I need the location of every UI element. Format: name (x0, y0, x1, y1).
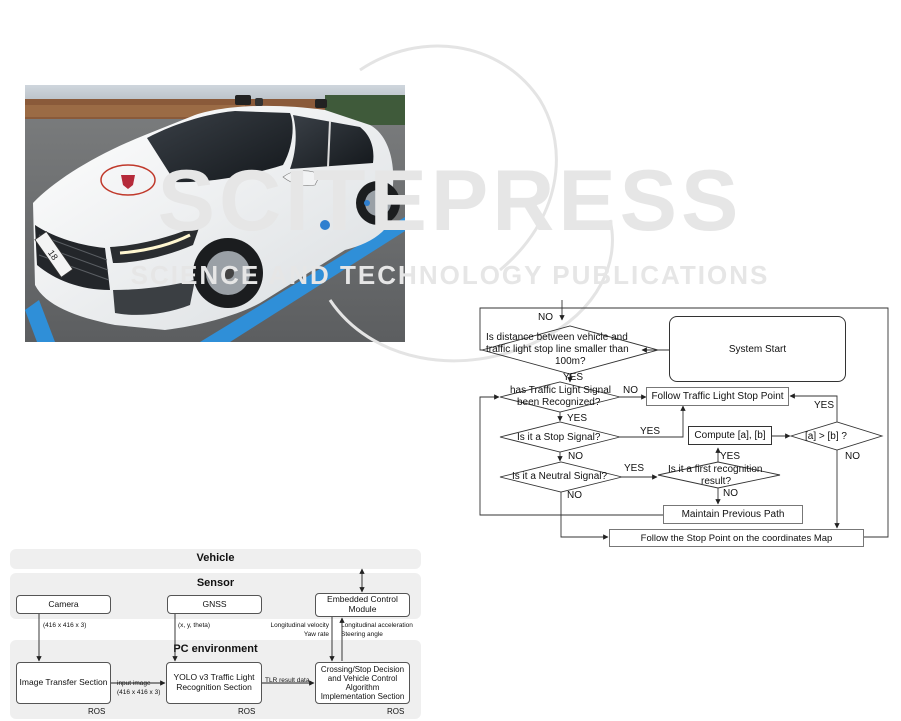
vehicle-title: Vehicle (196, 552, 235, 564)
camera-output-label: (416 x 416 x 3) (43, 622, 87, 629)
follow-stop-point-label: Follow the Stop Point on the coordinates… (640, 532, 833, 544)
system-start-box: System Start (669, 316, 846, 382)
yes-label-right: YES (814, 400, 835, 411)
no-label-3: NO (568, 451, 583, 462)
camera-label: Camera (48, 598, 79, 609)
compute-label: Compute [a], [b] (694, 430, 766, 441)
follow-stop-point-box: Follow the Stop Point on the coordinates… (609, 529, 864, 547)
yolo-box: YOLO v3 Traffic Light Recognition Sectio… (166, 662, 262, 704)
yolo-label: YOLO v3 Traffic Light Recognition Sectio… (173, 672, 255, 692)
architecture-arrows (36, 568, 365, 686)
crossing-decision-box: Crossing/Stop Decision and Vehicle Contr… (315, 662, 410, 704)
ros-label-3: ROS (387, 707, 405, 716)
yes-label-2: YES (567, 413, 588, 424)
system-start-label: System Start (728, 343, 787, 355)
camera-box: Camera (16, 595, 111, 614)
input-image-label: input image (117, 680, 151, 687)
no-label-top: NO (538, 312, 553, 323)
crossing-decision-label: Crossing/Stop Decision and Vehicle Contr… (320, 664, 405, 702)
yes-label-5: YES (624, 463, 645, 474)
embedded-control-box: Embedded Control Module (315, 593, 410, 617)
pc-environment-title: PC environment (173, 643, 258, 655)
yes-label-4: YES (720, 451, 741, 462)
distance-question-line1: Is distance between vehicle and (486, 332, 628, 343)
distance-question-line3: 100m? (555, 356, 586, 367)
no-label-right: NO (845, 451, 860, 462)
embedded-control-label: Embedded Control Module (327, 594, 398, 614)
image-transfer-box: Image Transfer Section (16, 662, 111, 704)
ros-label-1: ROS (88, 707, 106, 716)
recognized-question-line1: has Traffic Light Signal (510, 385, 611, 396)
gnss-output-label: (x, y, theta) (178, 622, 211, 629)
compare-question: [a] > [b] ? (805, 431, 847, 442)
yes-label-3: YES (640, 426, 661, 437)
distance-question-line2: traffic light stop line smaller than (486, 344, 629, 355)
no-label-5: NO (567, 490, 582, 501)
neutral-signal-question: Is it a Neutral Signal? (512, 471, 608, 482)
tlr-result-label: TLR result data (265, 677, 310, 684)
follow-traffic-light-stop-label: Follow Traffic Light Stop Point (651, 391, 784, 402)
yaw-rate-label: Yaw rate (303, 631, 329, 638)
input-image-size-label: (416 x 416 x 3) (117, 689, 161, 696)
acceleration-label: Longitudinal acceleration (341, 622, 413, 629)
vehicle-band (10, 549, 421, 569)
follow-traffic-light-stop-box: Follow Traffic Light Stop Point (646, 387, 789, 406)
ros-label-2: ROS (238, 707, 256, 716)
yes-label-1: YES (563, 372, 584, 383)
first-recognition-line2: result? (701, 476, 732, 487)
stop-signal-question: Is it a Stop Signal? (517, 432, 601, 443)
compute-box: Compute [a], [b] (688, 426, 772, 445)
flowchart-lines (479, 300, 889, 540)
velocity-label: Longitudinal velocity (270, 622, 329, 629)
gnss-label: GNSS (202, 598, 227, 609)
image-transfer-label: Image Transfer Section (19, 677, 108, 688)
steering-angle-label: Steering angle (341, 631, 383, 638)
maintain-path-label: Maintain Previous Path (681, 509, 785, 520)
maintain-path-box: Maintain Previous Path (663, 505, 803, 524)
no-label-4: NO (723, 488, 738, 499)
sensor-title: Sensor (196, 577, 235, 589)
first-recognition-line1: Is it a first recognition (668, 464, 763, 475)
license-plate-text: 18 (46, 248, 60, 262)
no-label-2: NO (623, 385, 638, 396)
gnss-box: GNSS (167, 595, 262, 614)
recognized-question-line2: been Recognized? (517, 397, 601, 408)
